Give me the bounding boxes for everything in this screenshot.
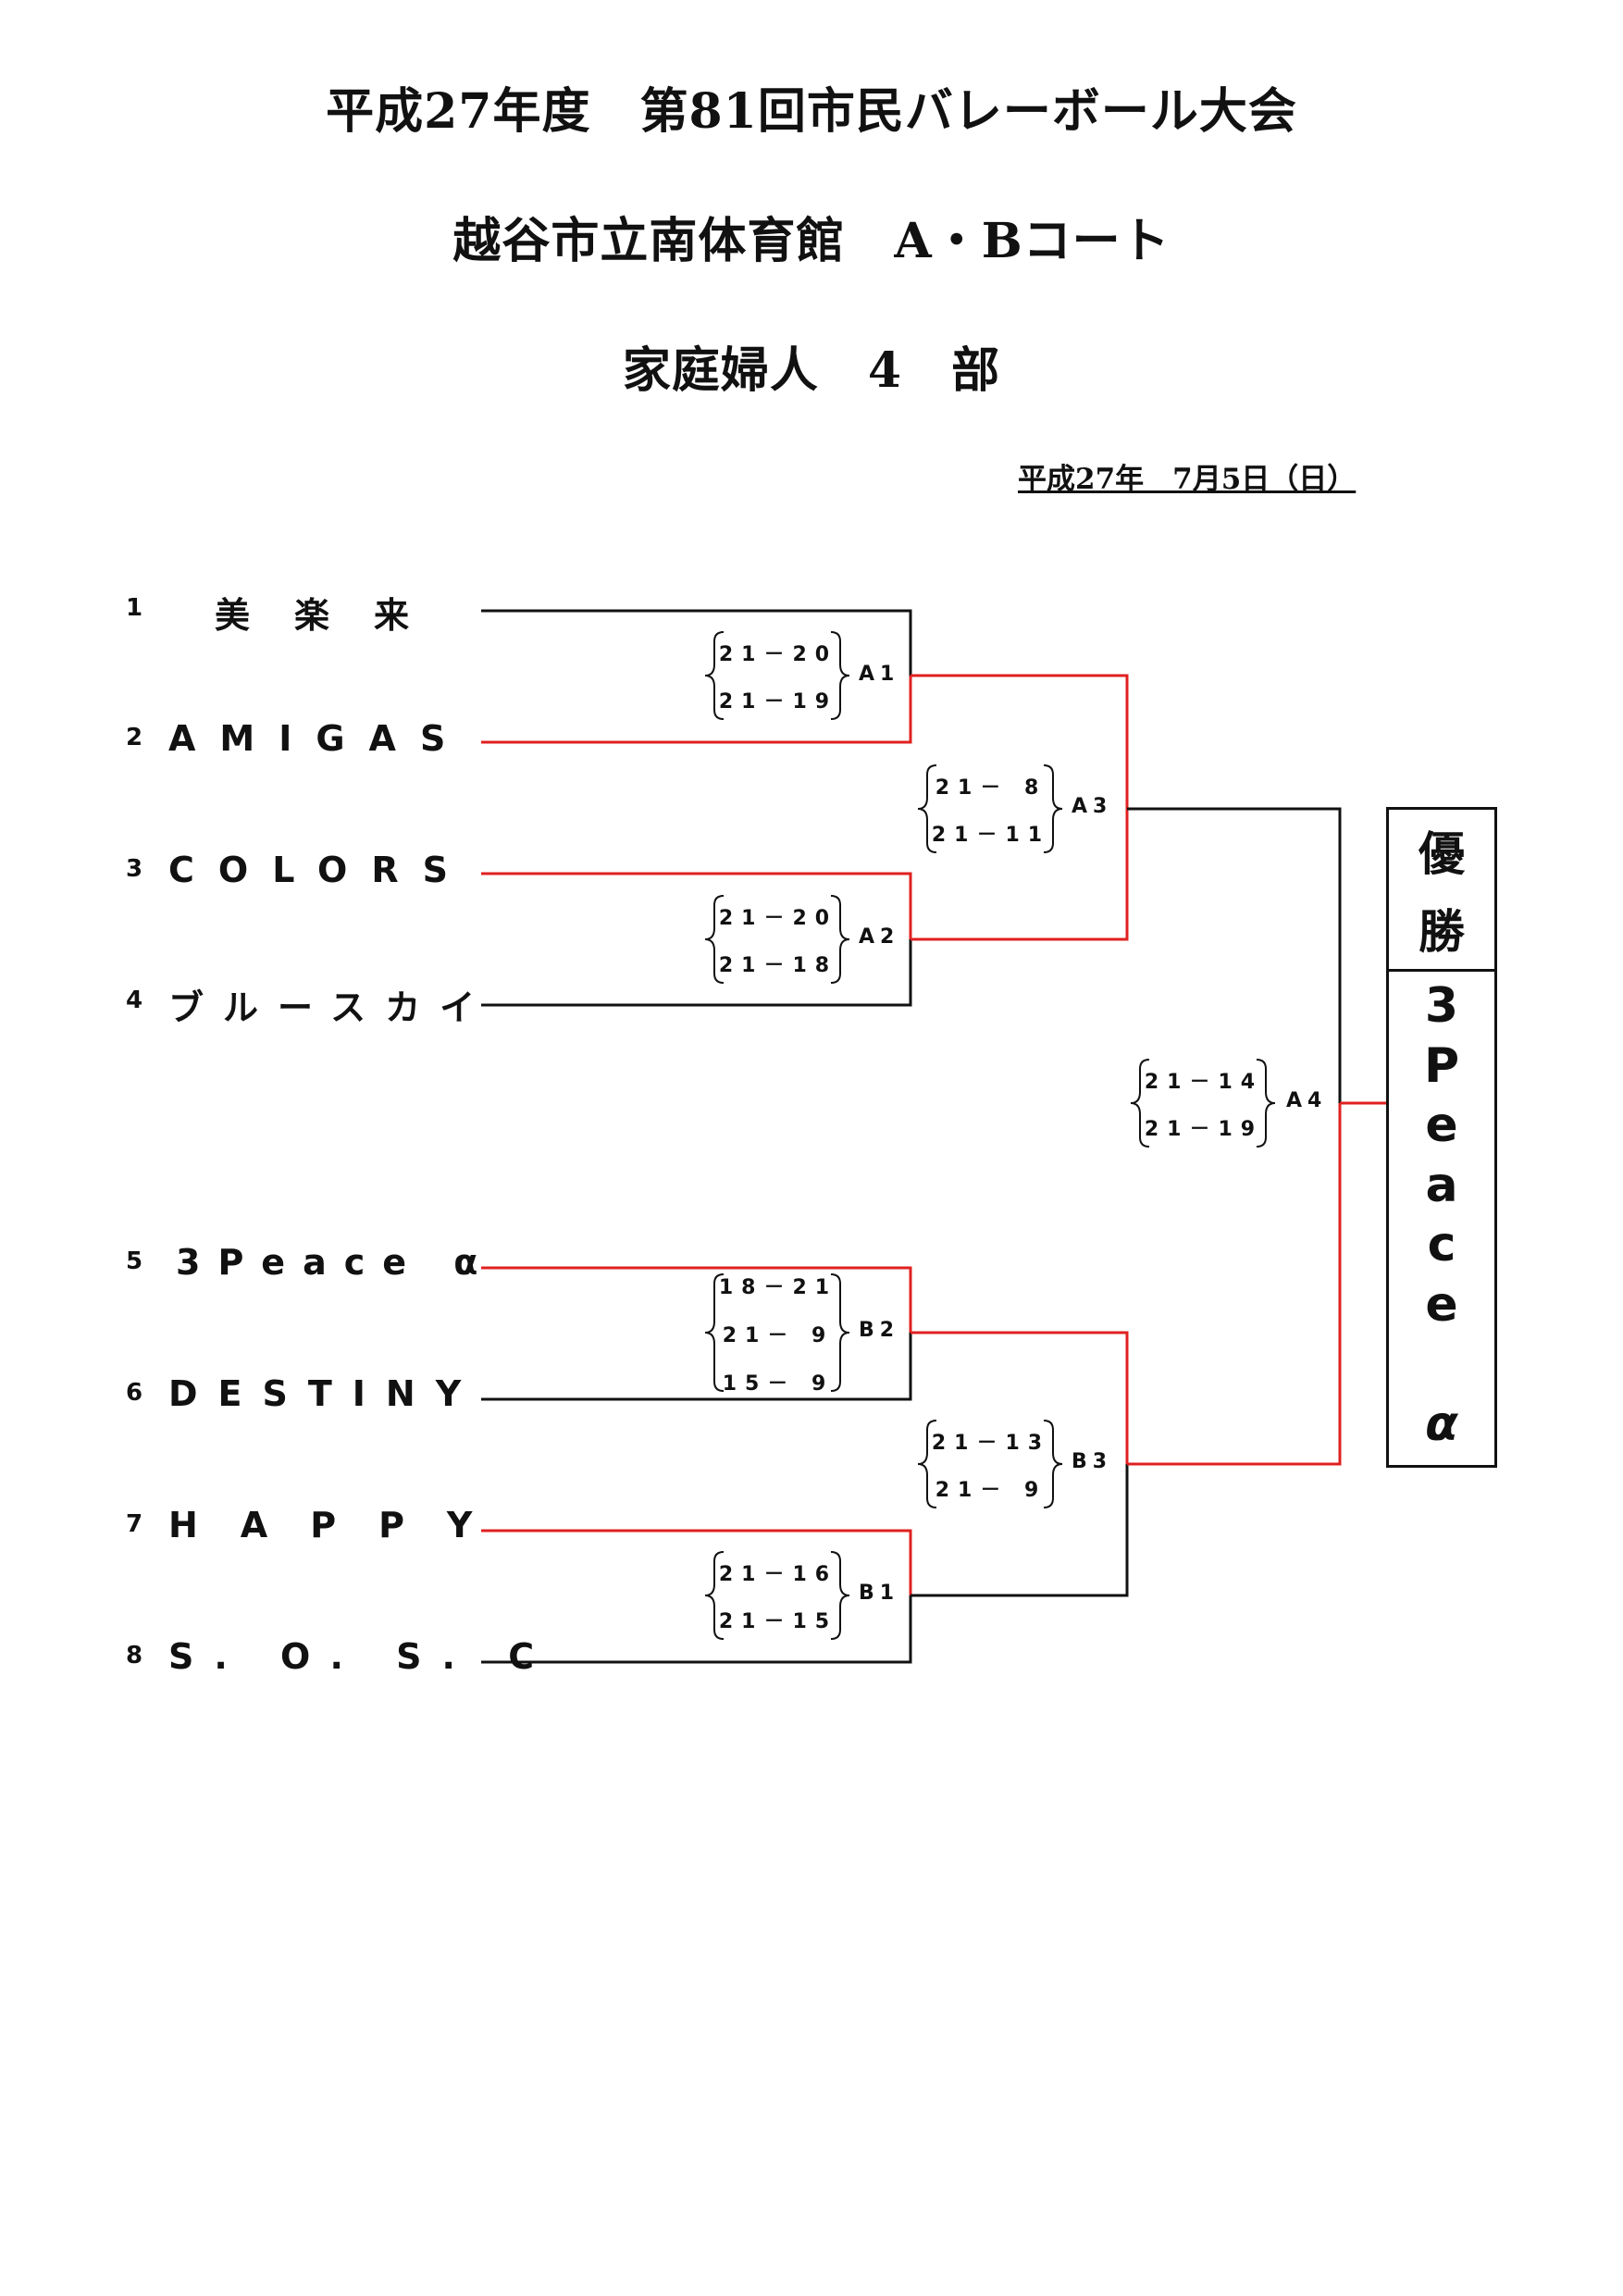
score-b2-set1: 18－21 xyxy=(718,1276,838,1299)
champion-name-char: c xyxy=(1427,1217,1456,1272)
champion-team-name: 3 P e a c e α xyxy=(1389,976,1494,1454)
score-brace-right-a4 xyxy=(1256,1059,1276,1148)
seed-4: 4 xyxy=(126,987,143,1014)
bracket-line-b2-winner xyxy=(911,1331,1129,1464)
match-label-a2: A2 xyxy=(859,925,900,949)
score-brace-left-a1 xyxy=(704,631,725,720)
bracket-line-team4 xyxy=(481,939,912,1007)
bracket-line-team8 xyxy=(481,1595,912,1664)
score-b3-set1: 21－13 xyxy=(931,1432,1051,1455)
score-brace-left-b3 xyxy=(917,1420,937,1508)
score-a1-set2: 21－19 xyxy=(718,690,838,714)
score-brace-right-a1 xyxy=(830,631,850,720)
score-a4-set2: 21－19 xyxy=(1144,1118,1264,1141)
team-name-6: DESTINY xyxy=(168,1373,482,1414)
score-brace-left-b1 xyxy=(704,1551,725,1640)
seed-5: 5 xyxy=(126,1247,143,1275)
tournament-title: 平成27年度 第81回市民バレーボール大会 xyxy=(326,83,1297,140)
team-name-4: ブルースカイ xyxy=(168,987,495,1028)
bracket-line-team7 xyxy=(481,1529,912,1595)
score-a4-set1: 21－14 xyxy=(1144,1071,1264,1094)
champion-box: 優 勝 3 P e a c e α xyxy=(1386,807,1497,1468)
bracket-line-team6 xyxy=(481,1333,912,1401)
score-brace-right-b3 xyxy=(1043,1420,1063,1508)
event-date: 平成27年 7月5日（日） xyxy=(1018,463,1357,496)
score-brace-left-a3 xyxy=(917,764,937,853)
team-name-2: AMIGAS xyxy=(168,718,470,759)
team-name-1: 美楽来 xyxy=(215,595,454,636)
score-brace-left-a4 xyxy=(1130,1059,1150,1148)
champion-name-char: α xyxy=(1425,1396,1458,1452)
champion-name-char: a xyxy=(1425,1157,1458,1213)
score-b1-set1: 21－16 xyxy=(718,1563,838,1586)
bracket-line-a3-winner xyxy=(1127,807,1342,1103)
score-a1-set1: 21－20 xyxy=(718,643,838,666)
team-name-7: HAPPY xyxy=(168,1505,515,1545)
bracket-line-team1 xyxy=(481,609,912,676)
champion-name-char: e xyxy=(1425,1098,1458,1153)
match-label-b3: B3 xyxy=(1072,1450,1113,1473)
score-brace-left-b2 xyxy=(704,1273,725,1392)
score-a3-set1: 21－ 8 xyxy=(935,776,1047,800)
score-b2-set3: 15－ 9 xyxy=(722,1372,835,1396)
score-brace-right-b1 xyxy=(830,1551,850,1640)
champion-heading-char-2: 勝 xyxy=(1419,904,1465,959)
champion-heading-char-1: 優 xyxy=(1419,826,1465,881)
seed-6: 6 xyxy=(126,1379,143,1407)
champion-name-char: 3 xyxy=(1424,978,1459,1034)
division-title: 家庭婦人 4 部 xyxy=(622,342,1001,399)
score-brace-right-b2 xyxy=(830,1273,850,1392)
score-b1-set2: 21－15 xyxy=(718,1610,838,1633)
venue-title: 越谷市立南体育館 A・Bコート xyxy=(452,213,1171,269)
champion-name-char: P xyxy=(1423,1037,1460,1094)
match-label-a1: A1 xyxy=(859,663,900,686)
bracket-line-b1-winner xyxy=(911,1464,1129,1597)
score-brace-right-a3 xyxy=(1043,764,1063,853)
score-brace-right-a2 xyxy=(830,895,850,984)
seed-2: 2 xyxy=(126,724,143,751)
seed-7: 7 xyxy=(126,1510,143,1538)
champion-name-char xyxy=(1389,1334,1494,1395)
bracket-line-team5 xyxy=(481,1266,912,1333)
seed-8: 8 xyxy=(126,1642,143,1669)
score-a2-set1: 21－20 xyxy=(718,907,838,930)
team-name-3: COLORS xyxy=(168,850,472,890)
score-brace-left-a2 xyxy=(704,895,725,984)
score-b3-set2: 21－ 9 xyxy=(935,1479,1047,1502)
champion-name-char: e xyxy=(1425,1276,1458,1333)
bracket-line-b3-winner xyxy=(1127,1103,1342,1466)
score-b2-set2: 21－ 9 xyxy=(722,1324,835,1347)
team-name-8: S. O. S. C xyxy=(168,1636,555,1677)
team-name-5: 3Peace α xyxy=(176,1242,496,1283)
bracket-line-a1-winner xyxy=(911,674,1129,809)
bracket-line-team3 xyxy=(481,872,912,939)
match-label-a3: A3 xyxy=(1072,795,1113,818)
score-a2-set2: 21－18 xyxy=(718,954,838,977)
bracket-line-a2-winner xyxy=(911,809,1129,941)
seed-3: 3 xyxy=(126,855,143,883)
seed-1: 1 xyxy=(126,594,143,622)
match-label-b1: B1 xyxy=(859,1582,900,1605)
score-a3-set2: 21－11 xyxy=(931,824,1051,847)
match-label-a4: A4 xyxy=(1286,1089,1328,1112)
champion-heading: 優 勝 xyxy=(1389,810,1494,972)
bracket-line-team2 xyxy=(481,676,912,744)
match-label-b2: B2 xyxy=(859,1319,900,1342)
